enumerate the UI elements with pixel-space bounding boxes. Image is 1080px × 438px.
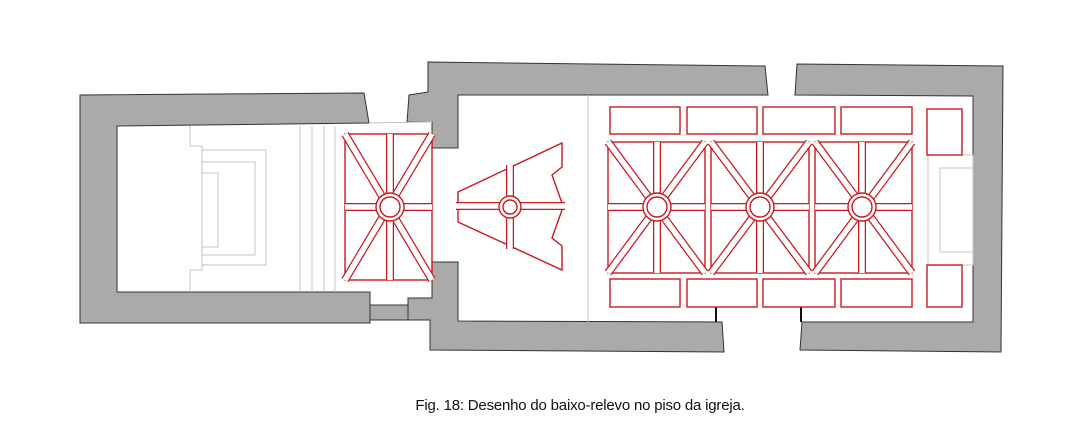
- wall-segment: [79, 92, 371, 324]
- rosette-panel: [604, 139, 709, 276]
- side-slab: [926, 108, 963, 156]
- rosette-circle: [749, 196, 771, 218]
- border-slab: [686, 106, 758, 135]
- step-inner-outline: [939, 167, 974, 253]
- border-slab: [840, 106, 913, 135]
- wall-segment: [407, 261, 725, 353]
- altar-outline: [201, 149, 267, 266]
- bas-relief-pattern: [341, 106, 963, 308]
- border-slab: [609, 278, 681, 308]
- fan-motif: [456, 141, 565, 272]
- border-slab: [762, 278, 836, 308]
- border-slab: [840, 278, 913, 308]
- step-outline: [927, 154, 974, 266]
- altar-step-outline: [189, 126, 203, 292]
- side-slab: [926, 264, 963, 308]
- altar-table: [201, 172, 219, 248]
- wall-segment: [369, 304, 411, 321]
- fan-circle: [502, 199, 518, 215]
- border-slab: [609, 106, 681, 135]
- rosette-panel: [341, 131, 436, 283]
- threshold-line: [368, 121, 433, 124]
- altar-inner-outline: [201, 161, 256, 256]
- border-slab: [762, 106, 836, 135]
- border-slab: [686, 278, 758, 308]
- rosette-circle: [646, 196, 668, 218]
- rosette-panel: [811, 139, 916, 276]
- rosette-circle: [851, 196, 873, 218]
- rosette-circle: [379, 196, 401, 218]
- walls: [79, 61, 1004, 353]
- figure-caption: Fig. 18: Desenho do baixo-relevo no piso…: [415, 397, 745, 414]
- rosette-panel: [707, 139, 813, 276]
